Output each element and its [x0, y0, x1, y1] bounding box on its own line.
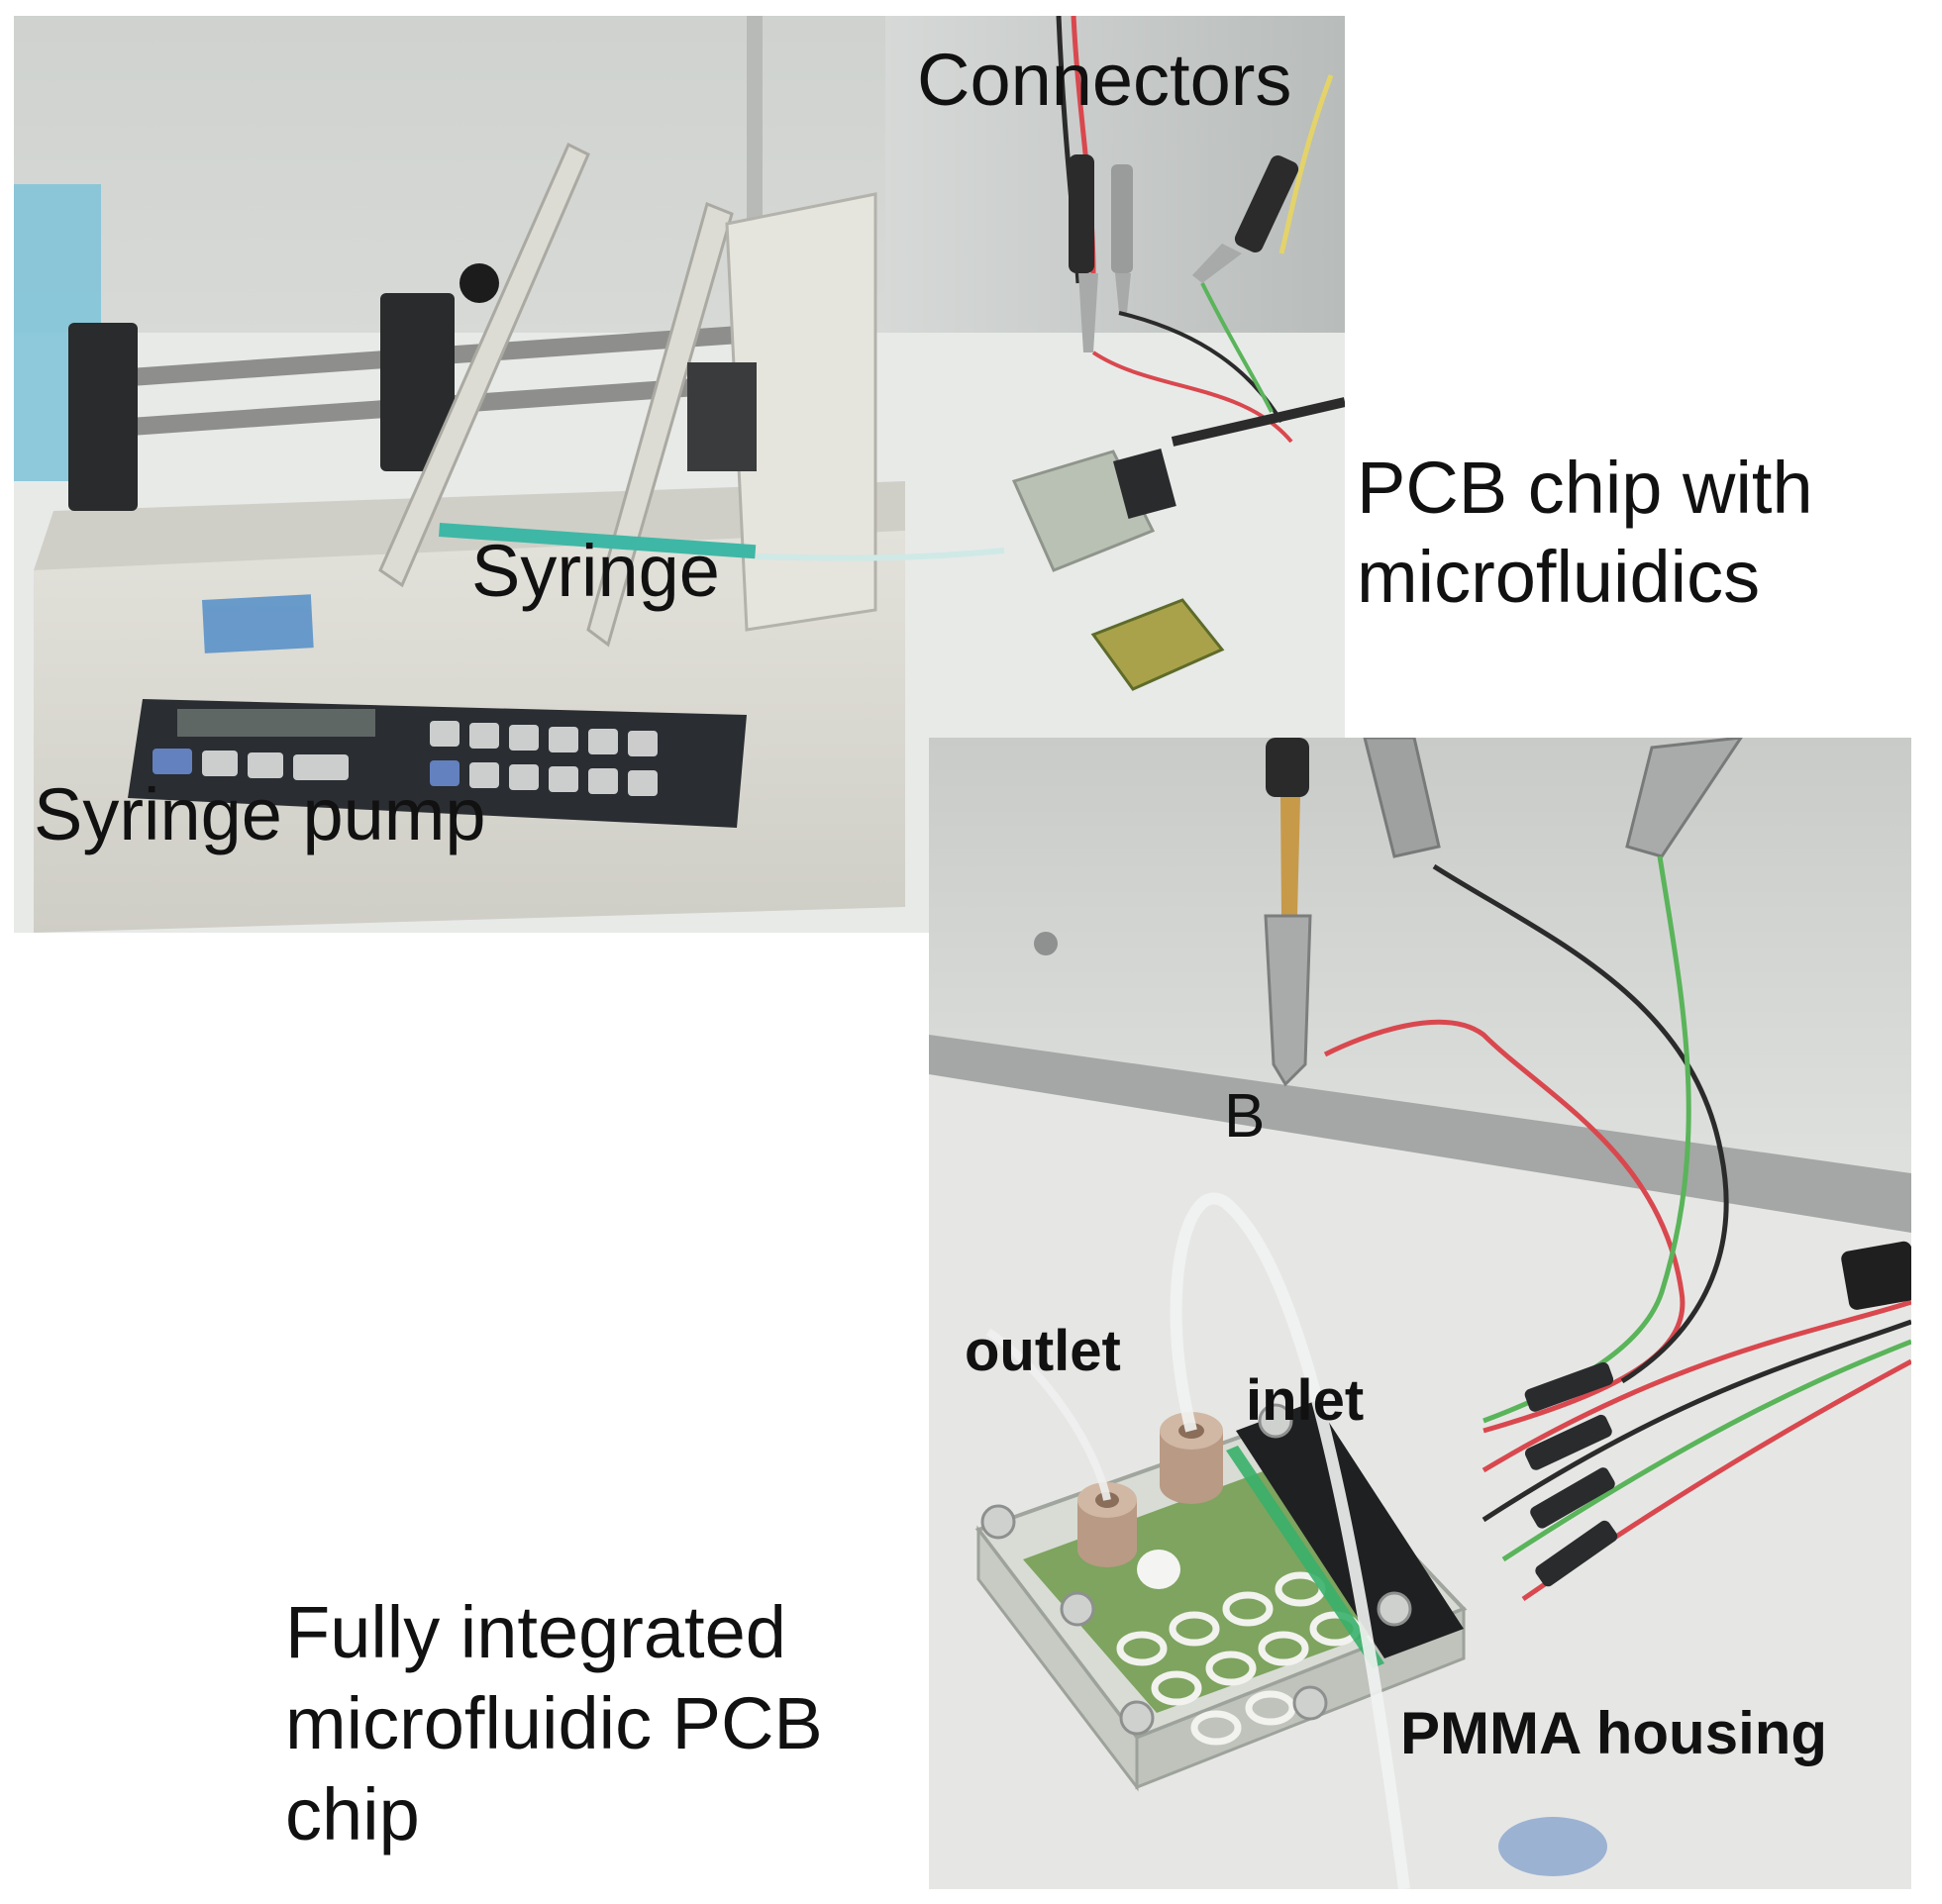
loose-pcb	[1090, 598, 1225, 691]
black-wire	[1432, 863, 1729, 1384]
pump-sticker	[202, 594, 314, 653]
header-pins	[1524, 1361, 1618, 1587]
syringe-pump-label: Syringe pump	[34, 773, 486, 855]
pump-clamp-left	[68, 323, 138, 511]
chip-closeup-drawing	[929, 738, 1911, 1889]
fluid-tubing	[756, 548, 1005, 561]
syringe-barrel	[439, 522, 757, 559]
inlet-label: inlet	[1246, 1368, 1365, 1433]
chip-closeup-photo: B outlet inlet	[929, 738, 1911, 1889]
pump-clamp-middle	[380, 293, 455, 471]
reaction-wells	[1116, 1571, 1361, 1746]
alligator-clips-closeup	[1264, 738, 1743, 1087]
blue-stain	[1498, 1817, 1607, 1876]
integrated-chip-caption-line3: chip	[285, 1773, 420, 1855]
syringe-label: Syringe	[471, 530, 720, 612]
panel-letter-b: B	[1224, 1082, 1266, 1151]
fluidic-fittings	[1077, 1412, 1223, 1589]
pcb-chip-caption-line1: PCB chip with	[1357, 447, 1813, 529]
syringe-rack-front	[378, 142, 590, 588]
housing-screws	[980, 1403, 1412, 1736]
pmma-housing-label: PMMA housing	[1400, 1700, 1828, 1766]
outlet-tubing	[985, 1328, 1111, 1501]
pump-lcd	[177, 709, 375, 737]
integrated-chip-caption-line2: microfluidic PCB	[285, 1682, 823, 1764]
connectors-label: Connectors	[917, 39, 1292, 121]
setup-photo-drawing	[14, 16, 1345, 933]
pcb-chip-caption-line2: microfluidics	[1357, 536, 1761, 618]
setup-photo: Connectors Syringe Syringe pump	[14, 16, 1345, 933]
pusher-block	[725, 192, 877, 632]
integrated-chip-caption-line1: Fully integrated	[285, 1591, 786, 1673]
inlet-tubing	[1170, 1192, 1410, 1889]
alligator-clips	[1069, 154, 1299, 352]
display-window	[687, 362, 757, 471]
pcb-chip-small	[1011, 450, 1156, 572]
syringe-rack-back	[586, 201, 734, 648]
outlet-label: outlet	[965, 1319, 1121, 1383]
